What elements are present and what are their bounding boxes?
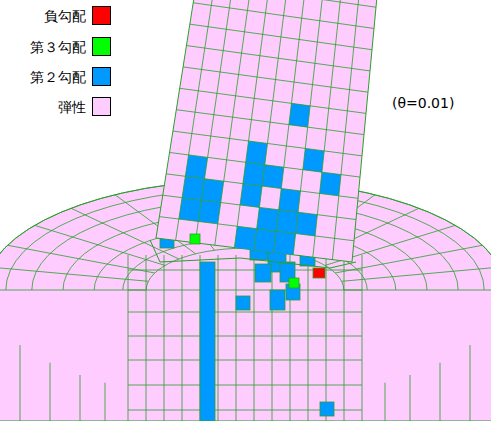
mesh-vertical (272, 255, 273, 421)
mesh-line (159, 217, 354, 241)
yield-cell (303, 148, 324, 172)
mesh-side (50, 363, 51, 421)
mesh-line (215, 0, 254, 245)
legend-swatch (92, 67, 111, 86)
mesh-radial (335, 245, 482, 273)
yield-cell (234, 226, 256, 250)
yield-cell (320, 402, 334, 416)
mesh-vertical (146, 255, 147, 421)
mesh-vertical (218, 255, 219, 421)
mesh-line (190, 24, 372, 50)
mesh-horizontal (128, 385, 362, 386)
legend-label: 負勾配 (2, 7, 86, 25)
yield-cell (262, 165, 284, 189)
legend-swatch (92, 6, 111, 25)
yield-cell (257, 207, 279, 231)
mesh-line (197, 0, 376, 7)
mesh-side (470, 345, 471, 421)
yield-cell (182, 176, 204, 200)
mesh-ring (0, 180, 491, 290)
legend-swatch (92, 37, 111, 56)
mesh-vertical (164, 255, 165, 421)
mesh-radial (35, 225, 165, 265)
mesh-line (163, 195, 356, 219)
mesh-vertical (344, 255, 345, 421)
yield-cell (243, 162, 265, 186)
mesh-line (176, 110, 364, 135)
mesh-horizontal (128, 312, 362, 313)
mesh-radial (0, 267, 148, 281)
yield-cell (200, 262, 215, 421)
yield-cell (254, 229, 276, 253)
mesh-side (80, 375, 81, 421)
mesh-vertical (362, 255, 363, 421)
mesh-vertical (236, 255, 237, 421)
mesh-radial (7, 245, 154, 273)
mesh-line (186, 46, 370, 71)
yield-cell (236, 296, 250, 310)
mesh-horizontal (128, 360, 362, 361)
mesh-line (195, 0, 235, 243)
legend-label: 弾性 (2, 98, 86, 116)
yield-cell (313, 268, 325, 278)
yield-cell (296, 212, 318, 236)
column-body (156, 0, 378, 262)
mesh-line (193, 3, 374, 29)
yield-cell (255, 264, 271, 282)
mesh-side (440, 363, 441, 421)
mesh-line (332, 0, 360, 260)
yield-cell (185, 155, 207, 179)
yield-cell (201, 179, 223, 203)
parameter-label: (θ=0.01) (392, 94, 454, 112)
mesh-side (105, 383, 106, 421)
mesh-line (166, 174, 358, 198)
mesh-line (180, 88, 366, 113)
mesh-horizontal (128, 290, 362, 291)
mesh-side (385, 383, 386, 421)
mesh-line (234, 0, 271, 248)
yield-cell (276, 210, 298, 234)
mesh-radial (0, 290, 146, 291)
mesh-side (20, 345, 21, 421)
mesh-vertical (254, 255, 255, 421)
yield-cell (246, 141, 268, 165)
mesh-radial (342, 267, 491, 281)
yield-cell (279, 189, 301, 213)
yield-cell (190, 234, 200, 244)
mesh-radial (344, 290, 491, 291)
mesh-line (173, 131, 362, 156)
mesh-horizontal (128, 336, 362, 337)
legend-label: 第２勾配 (2, 68, 86, 86)
column (156, 0, 378, 262)
yield-cell (240, 184, 262, 208)
mesh-line (183, 67, 368, 92)
mesh-horizontal (128, 270, 362, 271)
yield-cell (198, 200, 220, 224)
mesh-vertical (308, 255, 309, 421)
legend-label: 第３勾配 (2, 38, 86, 56)
mesh-line (170, 152, 360, 177)
yield-cell (179, 198, 202, 222)
yield-cell (270, 290, 285, 310)
yield-cell (320, 172, 341, 196)
mesh-vertical (326, 255, 327, 421)
yield-cell (289, 103, 310, 127)
mesh-vertical (128, 255, 129, 421)
mesh-vertical (182, 255, 183, 421)
socket-line (150, 240, 356, 268)
yield-cell (289, 278, 299, 288)
mesh-line (176, 0, 218, 240)
mesh-side (410, 375, 411, 421)
yield-cell (274, 231, 296, 255)
legend-swatch (92, 97, 111, 116)
